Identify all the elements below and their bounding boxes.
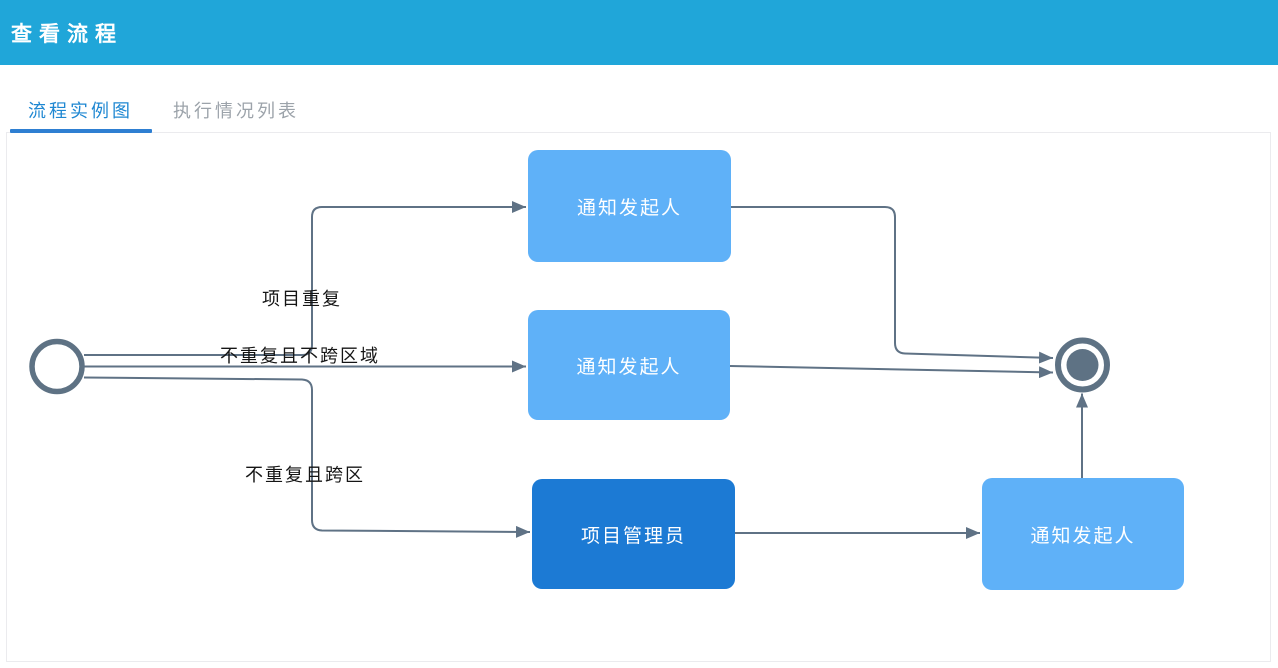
tab-execution-status-list[interactable]: 执行情况列表 [173,101,299,121]
tab-bar: 流程实例图 执行情况列表 [0,92,1278,128]
task-node-project-admin: 项目管理员 [532,479,735,589]
edge-label-not-duplicate-cross-region: 不重复且跨区 [245,465,365,485]
edge-label-project-duplicate: 项目重复 [262,289,342,309]
task-node-notify-initiator-top: 通知发起人 [528,150,731,262]
task-label: 通知发起人 [576,197,682,219]
window-header: 查看流程 [0,0,1278,65]
task-node-notify-initiator-middle: 通知发起人 [528,310,730,420]
task-label: 通知发起人 [1030,525,1136,547]
page-title: 查看流程 [11,22,123,46]
task-node-notify-initiator-bottom: 通知发起人 [982,478,1184,590]
task-label: 项目管理员 [580,525,686,547]
task-label: 通知发起人 [576,356,682,378]
active-tab-indicator [10,129,152,133]
edge-label-not-duplicate-not-cross-region: 不重复且不跨区域 [220,346,380,366]
tab-process-instance-diagram[interactable]: 流程实例图 [28,101,133,121]
